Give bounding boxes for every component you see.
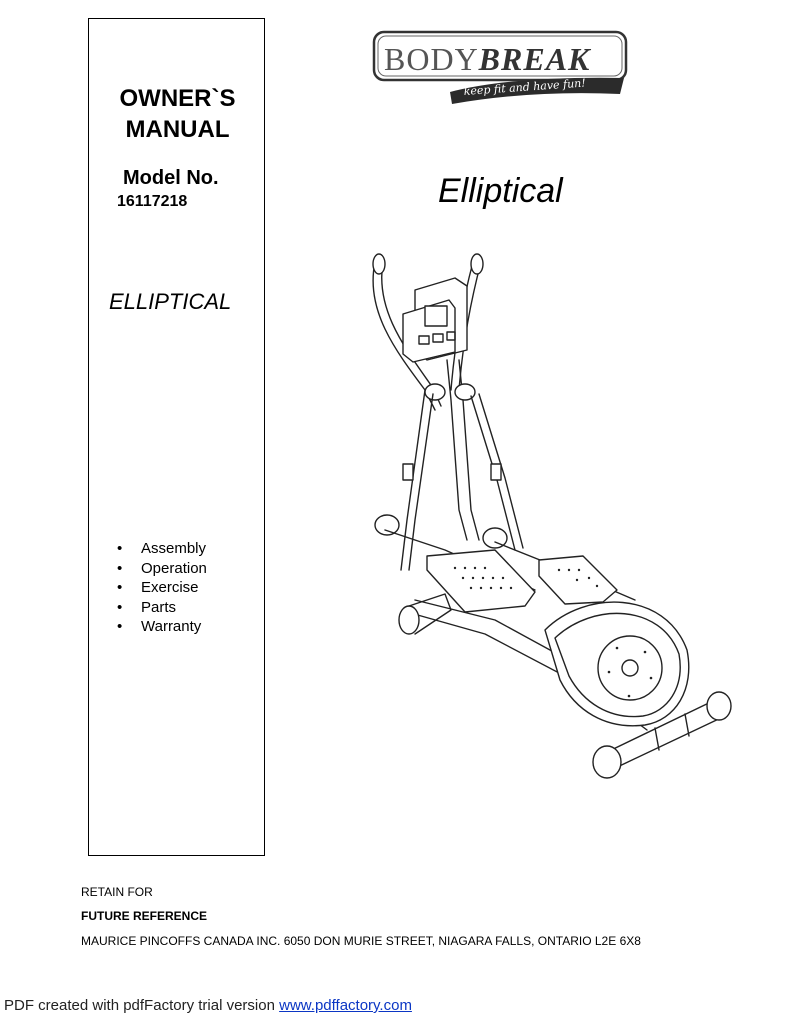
list-item: •Warranty [117,618,202,636]
pdf-watermark: PDF created with pdfFactory trial versio… [4,997,412,1014]
cover-info-panel: OWNER`S MANUAL Model No. 16117218 ELLIPT… [88,18,265,856]
list-item: •Operation [117,559,207,577]
company-address: MAURICE PINCOFFS CANADA INC. 6050 DON MU… [81,934,641,948]
retain-note: RETAIN FOR [81,885,153,899]
product-label: ELLIPTICAL [109,289,232,314]
page-title: Elliptical [438,172,563,210]
list-item: •Exercise [117,579,199,597]
manual-title: OWNER`S MANUAL [119,85,236,143]
model-label: Model No. [123,167,219,189]
bullet-icon: • [117,559,123,577]
elliptical-illustration [372,253,732,779]
brand-logo: BODYBREAK keep fit and have fun! [372,30,628,104]
list-item: •Parts [117,598,177,616]
feature-list: •Assembly •Operation •Exercise •Parts •W… [117,539,207,637]
bullet-icon: • [117,540,123,557]
bullet-icon: • [117,579,123,597]
model-number: 16117218 [117,193,188,210]
list-item: •Assembly [117,540,207,557]
bullet-icon: • [117,618,123,636]
pdf-notice-text: PDF created with pdfFactory trial versio… [4,997,280,1014]
future-reference-note: FUTURE REFERENCE [81,909,208,923]
pdffactory-link[interactable]: www.pdffactory.com [279,997,412,1014]
bullet-icon: • [117,598,123,616]
svg-text:BODYBREAK: BODYBREAK [384,41,592,77]
